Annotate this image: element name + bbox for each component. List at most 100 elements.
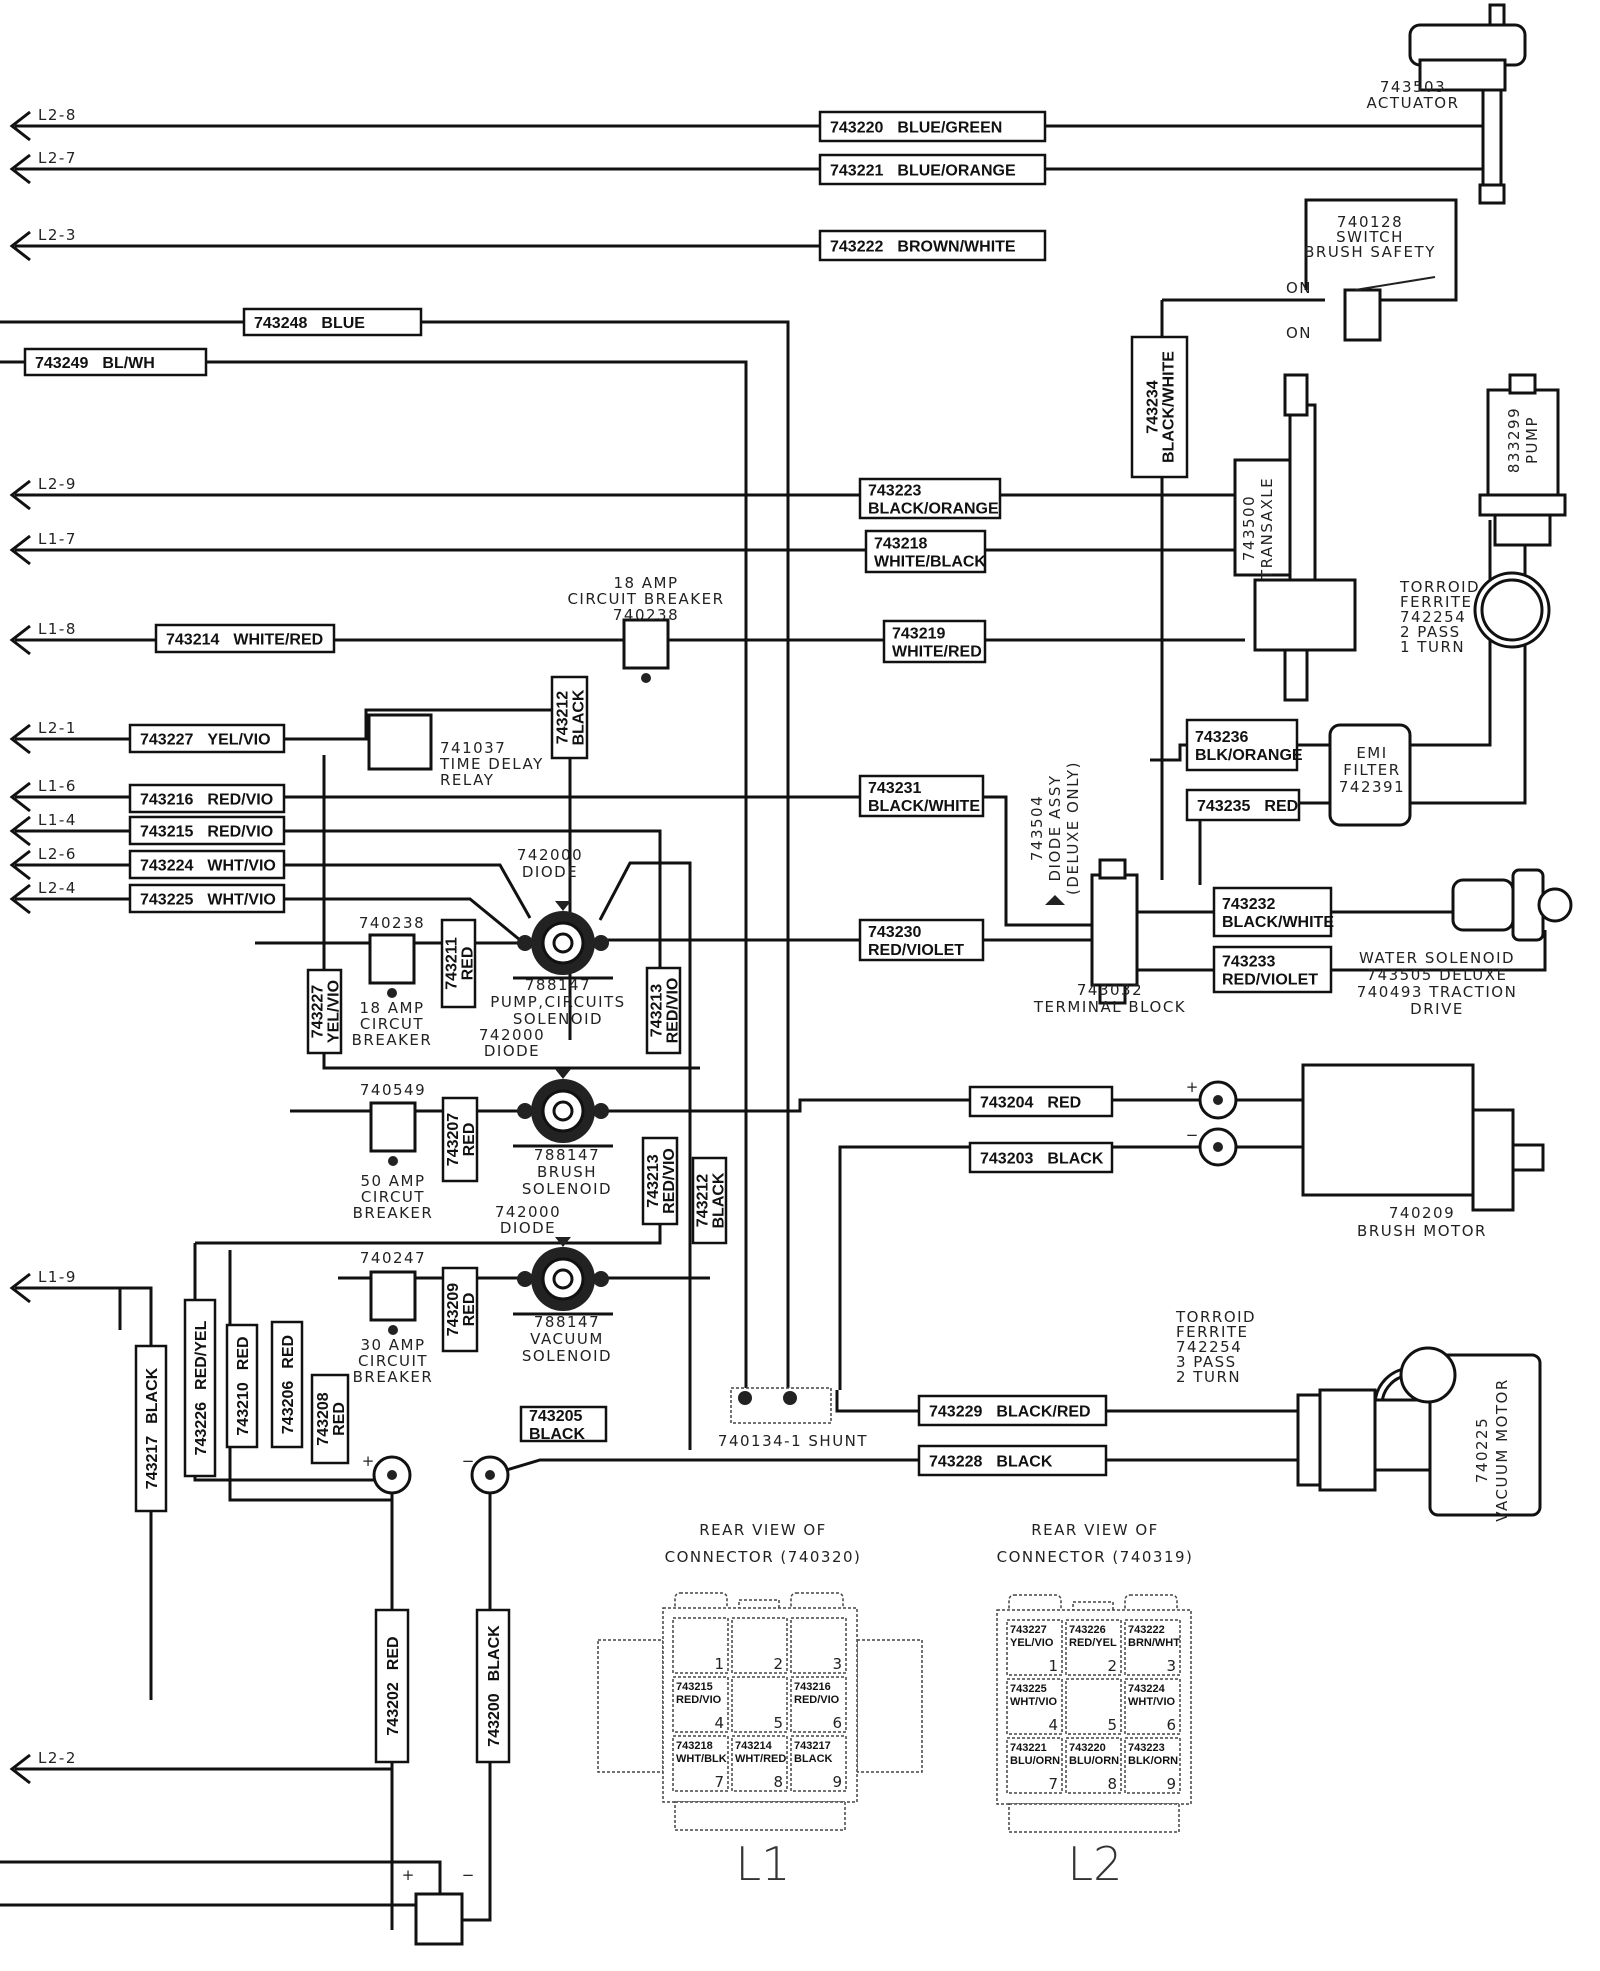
actuator-rod (1481, 88, 1503, 187)
terminal-block-tab (1098, 983, 1127, 1005)
pin-number: 3 (832, 1655, 842, 1673)
wire (0, 1860, 442, 1895)
wire-part-number: 743249 (35, 355, 88, 372)
breaker-stud-icon (641, 673, 651, 683)
wire-color: BL/WH (102, 355, 154, 372)
component-label-line: 740128 (1337, 213, 1403, 231)
breaker-stud-icon (388, 1325, 398, 1335)
component-label-line: FERRITE (1400, 593, 1473, 611)
wire (0, 360, 748, 1390)
component-label-line: TORROID (1175, 1308, 1256, 1326)
diode-icon (555, 1237, 571, 1247)
wire-label-text: 743217 BLACK (144, 1367, 161, 1489)
harness-connectors: L2-8L2-7L2-3L2-9L1-7L1-8L2-1L1-6L1-4L2-6… (9, 106, 77, 1785)
component-label-line: CIRCUT (361, 1188, 425, 1206)
component-label: 740247 (360, 1249, 425, 1267)
component-label-line: 50 AMP (360, 1172, 425, 1190)
harness-connector-arrow: L1-6 (9, 777, 75, 813)
component-label-line: BREAKER (353, 1368, 434, 1386)
wire-color: BLACK (144, 1367, 161, 1423)
pin-number: 7 (714, 1773, 724, 1791)
pin-number: 1 (714, 1655, 724, 1673)
wire-color: RED (235, 1336, 252, 1370)
pin-wire-part: 743218 (676, 1740, 713, 1752)
wire-part-number: 743226 (193, 1402, 210, 1455)
wire-part-number: 743221 (830, 163, 883, 180)
wire-label-box (691, 1156, 728, 1245)
component-label: ON (1286, 324, 1311, 342)
arrow-icon (9, 849, 31, 881)
transaxle-shaft-top (1283, 373, 1309, 417)
brush-motor-shaft (1511, 1143, 1545, 1172)
arrow-icon (9, 534, 31, 566)
harness-connector-label: L2-4 (38, 879, 77, 897)
wire-part-number: 743217 (144, 1436, 161, 1489)
pin-wire-color: BLK/ORN (1128, 1755, 1178, 1767)
brush-solenoid-terminal (517, 1103, 533, 1119)
pin-number: 4 (714, 1714, 724, 1732)
component-drawings (367, 3, 1573, 1946)
arrow-icon (9, 479, 31, 511)
actuator-mount (1488, 3, 1506, 27)
pin-cell-box (790, 1676, 847, 1733)
pin-wire-color: BLU/ORN (1010, 1755, 1060, 1767)
wire-part-number: 743224 (140, 858, 193, 875)
component-label-line: 740238 (359, 914, 425, 932)
wire-label-box (645, 966, 682, 1055)
wire-label: 743200BLACK (475, 1608, 511, 1764)
arrow-icon (9, 624, 31, 656)
wire-label-box (882, 619, 987, 664)
transaxle-shaft-bottom (1283, 648, 1309, 702)
emi-filter (1328, 723, 1412, 827)
wire-color: YEL/VIO (207, 732, 270, 749)
wire-label: 743249 BL/WH (23, 347, 208, 377)
arrow-icon (9, 883, 31, 915)
component-label-line: 788147 (534, 1146, 600, 1164)
component-label-line: BRUSH MOTOR (1357, 1222, 1487, 1240)
wire-color: WHITE/RED (892, 644, 982, 661)
component-label-line: VACUUM MOTOR (1493, 1378, 1511, 1522)
wire-label-box (550, 675, 589, 760)
wire-part-number: 743213 (649, 984, 666, 1037)
wire-label-box (128, 883, 286, 914)
component-label-line: TRANSAXLE (1258, 477, 1276, 580)
harness-connector-arrow: L1-9 (9, 1268, 77, 1304)
wire-label-box (440, 918, 477, 1009)
component-label-line: FERRITE (1176, 1323, 1249, 1341)
polarity-mark: − (1186, 1126, 1199, 1144)
pin-wire-part: 743215 (676, 1681, 713, 1693)
wire-color: WHITE/BLACK (874, 554, 986, 571)
vacuum-motor-neck (1373, 1398, 1437, 1472)
harness-connector-label: L2-2 (38, 1749, 77, 1767)
wire-label: 743217 BLACK (134, 1344, 168, 1513)
vacuum-motor (1428, 1353, 1542, 1517)
terminal-block (1090, 873, 1139, 987)
wire-part-number: 743215 (140, 824, 193, 841)
brush-motor (1301, 1063, 1475, 1197)
wire-part-number: 743232 (1222, 896, 1275, 913)
pin-cell-box (1006, 1678, 1063, 1735)
harness-connector-label: L1-9 (38, 1268, 77, 1286)
circuit-breaker-18a (368, 933, 416, 985)
